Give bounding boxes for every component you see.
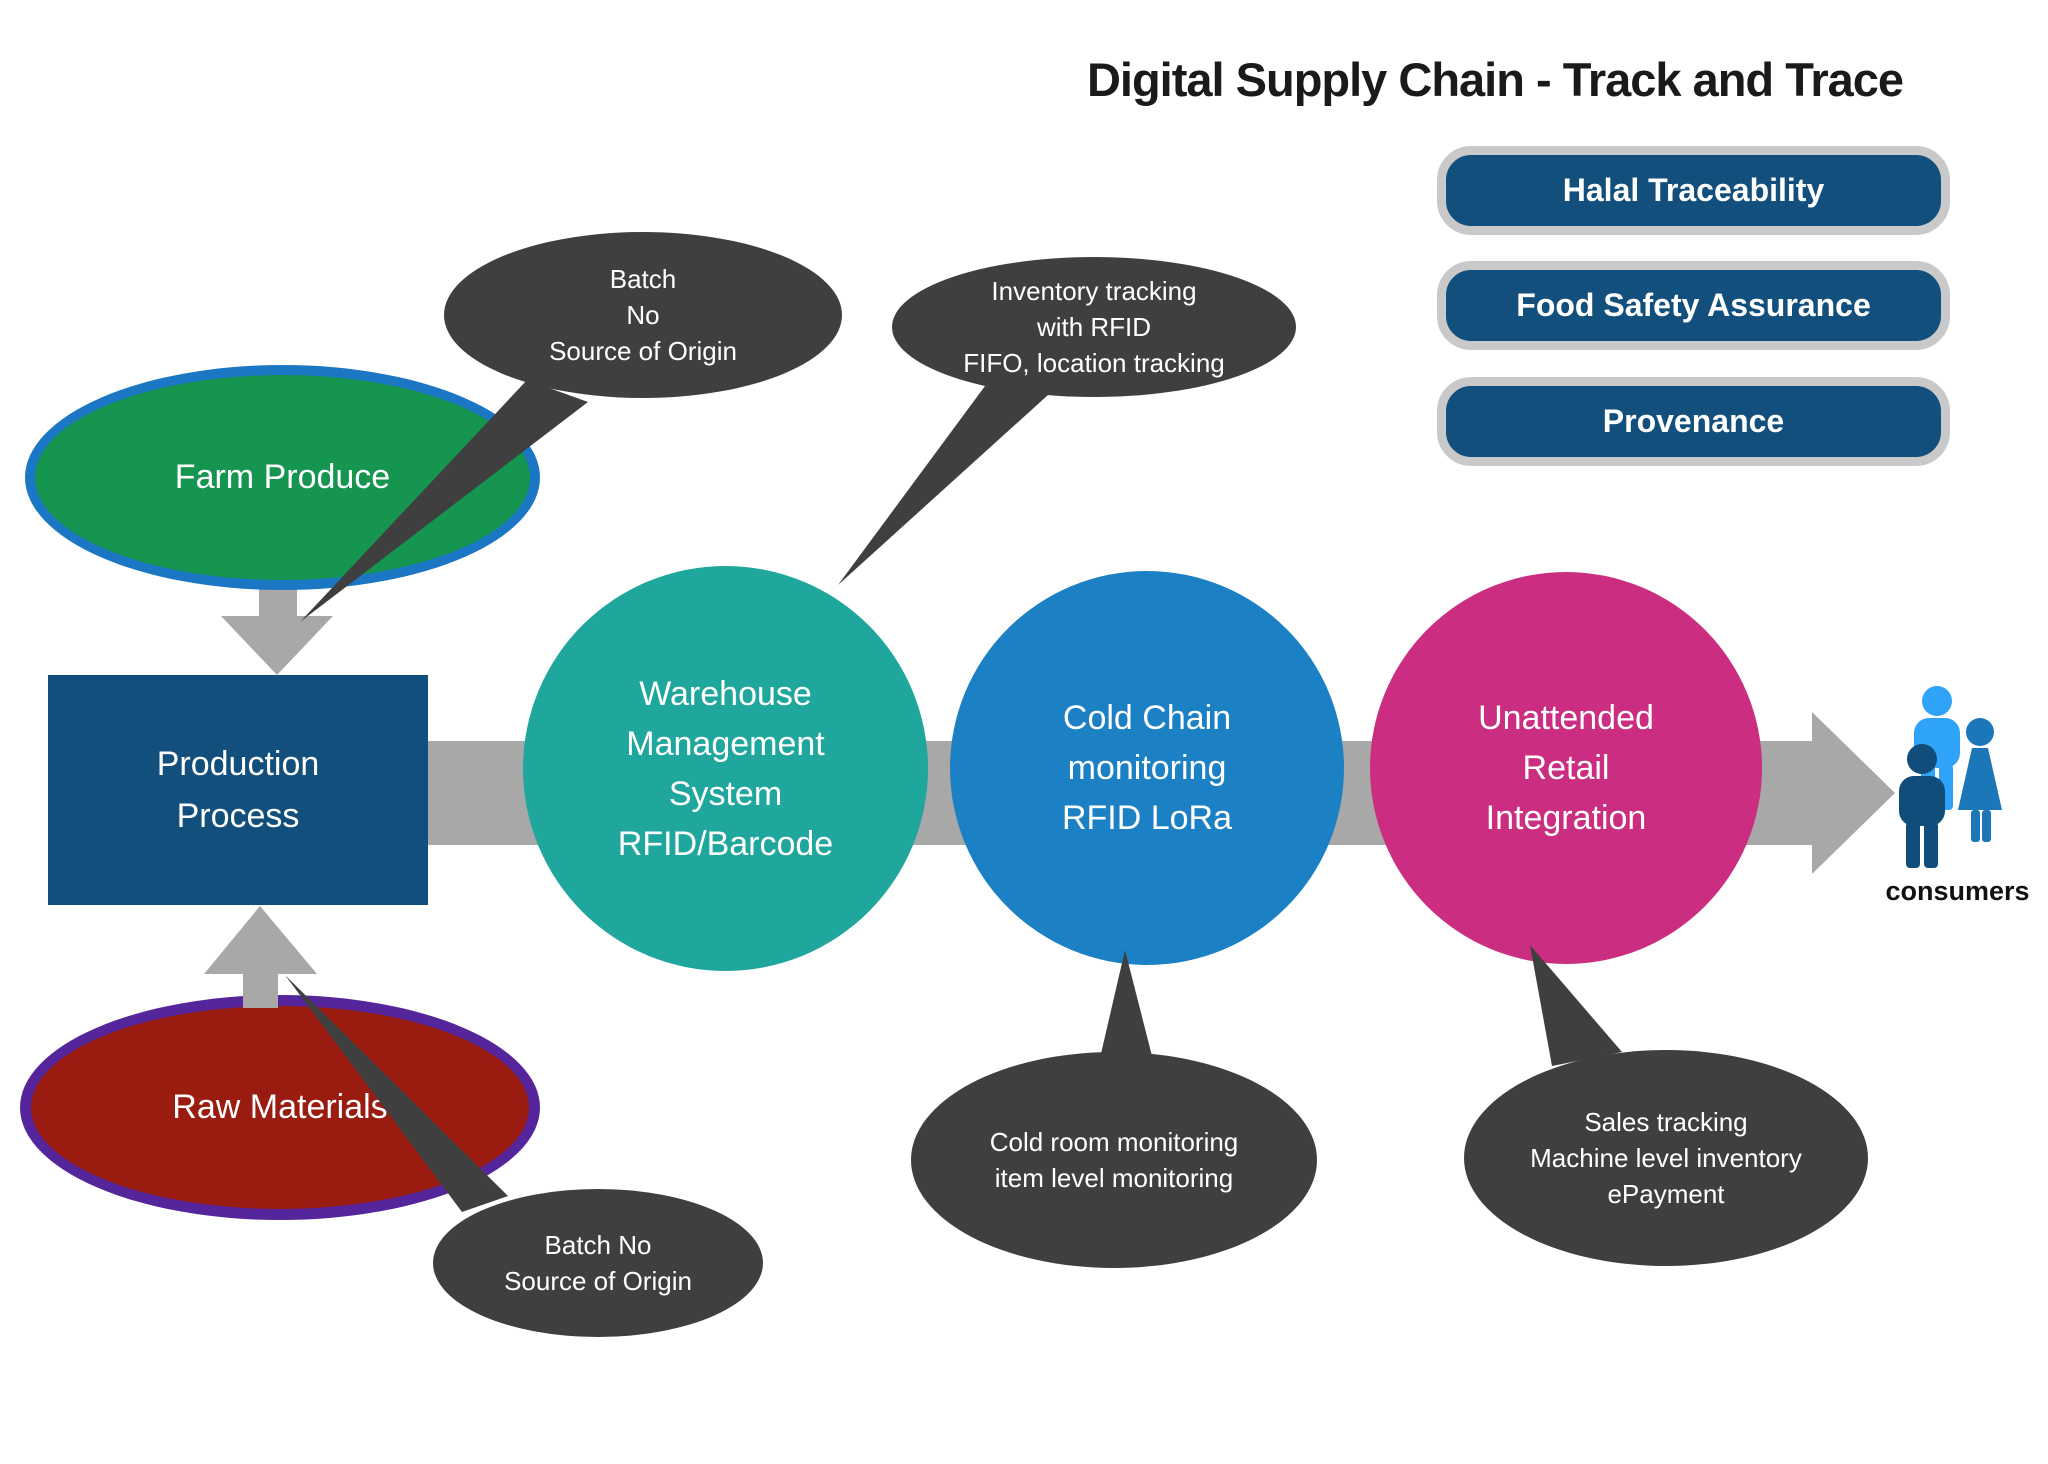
callout-line: Batch: [609, 264, 677, 294]
badge-food-safety-assurance: Food Safety Assurance: [1437, 261, 1950, 350]
node-label-line: Production: [156, 745, 320, 783]
stage-label-line: RFID/Barcode: [617, 824, 834, 863]
stage-unattended-retail: Unattended Retail Integration: [1370, 572, 1762, 964]
callout-line: Cold room monitoring: [989, 1127, 1239, 1157]
stage-label-line: Retail: [1522, 749, 1610, 787]
node-label: Raw Materials: [172, 1088, 388, 1126]
node-label-line: Process: [176, 797, 300, 835]
farm-to-production-arrowhead-icon: [221, 616, 333, 675]
flow-arrowhead-icon: [1812, 712, 1895, 874]
callout-line: Source of Origin: [504, 1266, 692, 1296]
stage-label-line: monitoring: [1067, 749, 1227, 787]
page-title: Digital Supply Chain - Track and Trace: [1086, 53, 1904, 106]
callout-cold-room-monitoring: Cold room monitoring item level monitori…: [911, 1052, 1317, 1268]
badge-provenance: Provenance: [1437, 377, 1950, 466]
callout-line: ePayment: [1607, 1179, 1725, 1209]
badge-label: Food Safety Assurance: [1516, 287, 1871, 323]
stage-warehouse-management: Warehouse Management System RFID/Barcode: [523, 566, 928, 971]
node-farm-produce: Farm Produce: [25, 365, 540, 590]
callout-line: with RFID: [1036, 312, 1152, 342]
callout-line: No: [626, 300, 660, 330]
raw-to-production-arrowhead-icon: [204, 906, 317, 974]
callout-inventory-tracking: Inventory tracking with RFID FIFO, locat…: [892, 257, 1296, 397]
stage-label-line: Management: [626, 724, 825, 763]
callout-line: Machine level inventory: [1530, 1143, 1802, 1173]
badge-label: Provenance: [1602, 403, 1785, 439]
node-label: Farm Produce: [174, 458, 391, 496]
callout-line: Sales tracking: [1584, 1107, 1748, 1137]
node-production-process: Production Process: [48, 675, 428, 905]
male-consumer-icon: [1899, 744, 1945, 868]
stage-label-line: Warehouse: [639, 674, 812, 713]
stage-label-line: Cold Chain: [1062, 699, 1232, 737]
stage-cold-chain-monitoring: Cold Chain monitoring RFID LoRa: [950, 571, 1344, 965]
callout-line: Inventory tracking: [991, 276, 1197, 306]
consumers-label: consumers: [1885, 876, 2030, 906]
callout-batch-no-raw: Batch No Source of Origin: [433, 1189, 763, 1337]
badge-halal-traceability: Halal Traceability: [1437, 146, 1950, 235]
female-consumer-icon: [1958, 718, 2002, 842]
callout-tail-icon-warehouse: [838, 386, 1048, 585]
stage-label-line: Unattended: [1478, 699, 1654, 737]
callout-line: item level monitoring: [994, 1163, 1234, 1193]
callout-batch-no-farm: Batch No Source of Origin: [444, 232, 842, 398]
node-raw-materials: Raw Materials: [20, 995, 540, 1220]
badge-label: Halal Traceability: [1562, 172, 1825, 208]
male-consumer-icon: [1914, 686, 1960, 810]
stage-label-line: System: [668, 774, 783, 813]
stage-label-line: Integration: [1485, 799, 1647, 837]
stage-label-line: RFID LoRa: [1061, 799, 1233, 837]
callout-line: Batch No: [544, 1230, 652, 1260]
callout-sales-tracking: Sales tracking Machine level inventory e…: [1464, 1050, 1868, 1266]
callout-line: FIFO, location tracking: [963, 348, 1225, 378]
callout-tail-icon-cold: [1100, 950, 1152, 1058]
callout-line: Source of Origin: [549, 336, 737, 366]
